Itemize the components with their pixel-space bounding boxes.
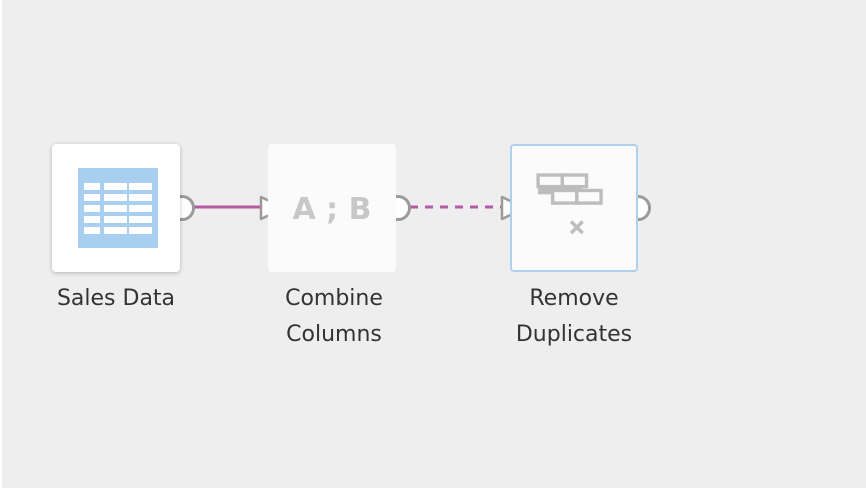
node-remove-duplicates[interactable] (510, 144, 638, 272)
node-label-combine-columns: Combine Columns (244, 281, 424, 353)
node-combine-columns[interactable]: A ; B (268, 144, 396, 272)
node-label-line: Columns (286, 322, 382, 347)
node-label-line: Remove (529, 286, 619, 311)
combine-columns-icon: A ; B (293, 192, 372, 227)
node-label-sales-data: Sales Data (26, 281, 206, 317)
node-label-remove-duplicates: Remove Duplicates (484, 281, 664, 353)
combine-columns-icon-text: A ; B (293, 192, 372, 227)
node-sales-data[interactable] (52, 144, 180, 272)
table-icon (78, 168, 158, 248)
remove-duplicates-icon (536, 173, 603, 235)
node-label-line: Combine (285, 286, 383, 311)
node-label-line: Sales Data (56, 286, 176, 311)
node-label-line: Duplicates (515, 322, 633, 347)
